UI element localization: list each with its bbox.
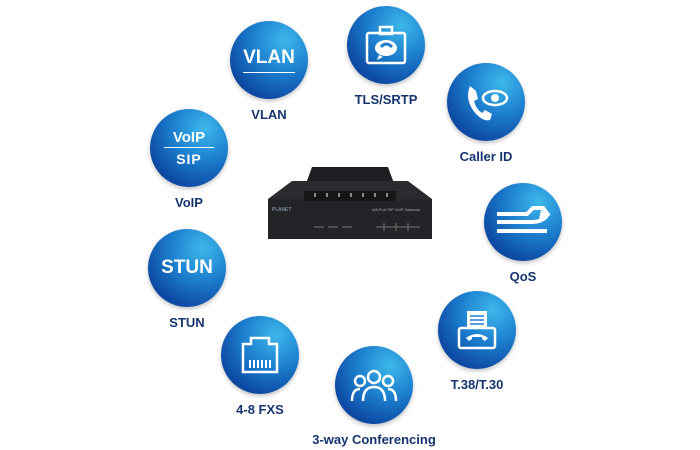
feature-label: Caller ID bbox=[459, 149, 513, 164]
feature-3-way-conferencing: 3-way Conferencing bbox=[294, 346, 454, 447]
sip-icon-text: SIP bbox=[176, 151, 202, 167]
feature-label: 4-8 FXS bbox=[236, 402, 284, 417]
device-caption: 4/8-Port SIP VoIP Gateway bbox=[372, 207, 420, 212]
rj11-port-icon bbox=[221, 316, 299, 394]
feature-vlan: VLAN VLAN bbox=[199, 21, 339, 122]
voip-icon-text: VoIP bbox=[172, 129, 206, 146]
vlan-text-icon: VLAN bbox=[230, 21, 308, 99]
stun-icon-text: STUN bbox=[161, 257, 213, 278]
priority-arrows-icon bbox=[484, 183, 562, 261]
device-brand-logo: PLANET bbox=[272, 207, 291, 213]
feature-voip: VoIP SIP VoIP bbox=[119, 109, 259, 210]
voip-gateway-device: PLANET 4/8-Port SIP VoIP Gateway bbox=[264, 165, 436, 245]
voip-sip-icon: VoIP SIP bbox=[150, 109, 228, 187]
vlan-icon-text: VLAN bbox=[243, 47, 295, 68]
feature-4-8-fxs: 4-8 FXS bbox=[190, 316, 330, 417]
feature-qos: QoS bbox=[453, 183, 593, 284]
group-users-icon bbox=[335, 346, 413, 424]
feature-label: T.38/T.30 bbox=[450, 377, 504, 392]
feature-caller-id: Caller ID bbox=[416, 63, 556, 164]
stun-text-icon: STUN bbox=[148, 229, 226, 307]
fax-icon bbox=[438, 291, 516, 369]
feature-label: TLS/SRTP bbox=[354, 92, 418, 107]
feature-tls-srtp: TLS/SRTP bbox=[316, 6, 456, 107]
feature-label: QoS bbox=[509, 269, 537, 284]
feature-t38-t30: T.38/T.30 bbox=[407, 291, 547, 392]
secure-briefcase-phone-icon bbox=[347, 6, 425, 84]
feature-label: VLAN bbox=[251, 107, 287, 122]
phone-eye-icon bbox=[447, 63, 525, 141]
feature-label: 3-way Conferencing bbox=[312, 432, 436, 447]
feature-label: STUN bbox=[169, 315, 205, 330]
feature-label: VoIP bbox=[175, 195, 203, 210]
feature-stun: STUN STUN bbox=[117, 229, 257, 330]
